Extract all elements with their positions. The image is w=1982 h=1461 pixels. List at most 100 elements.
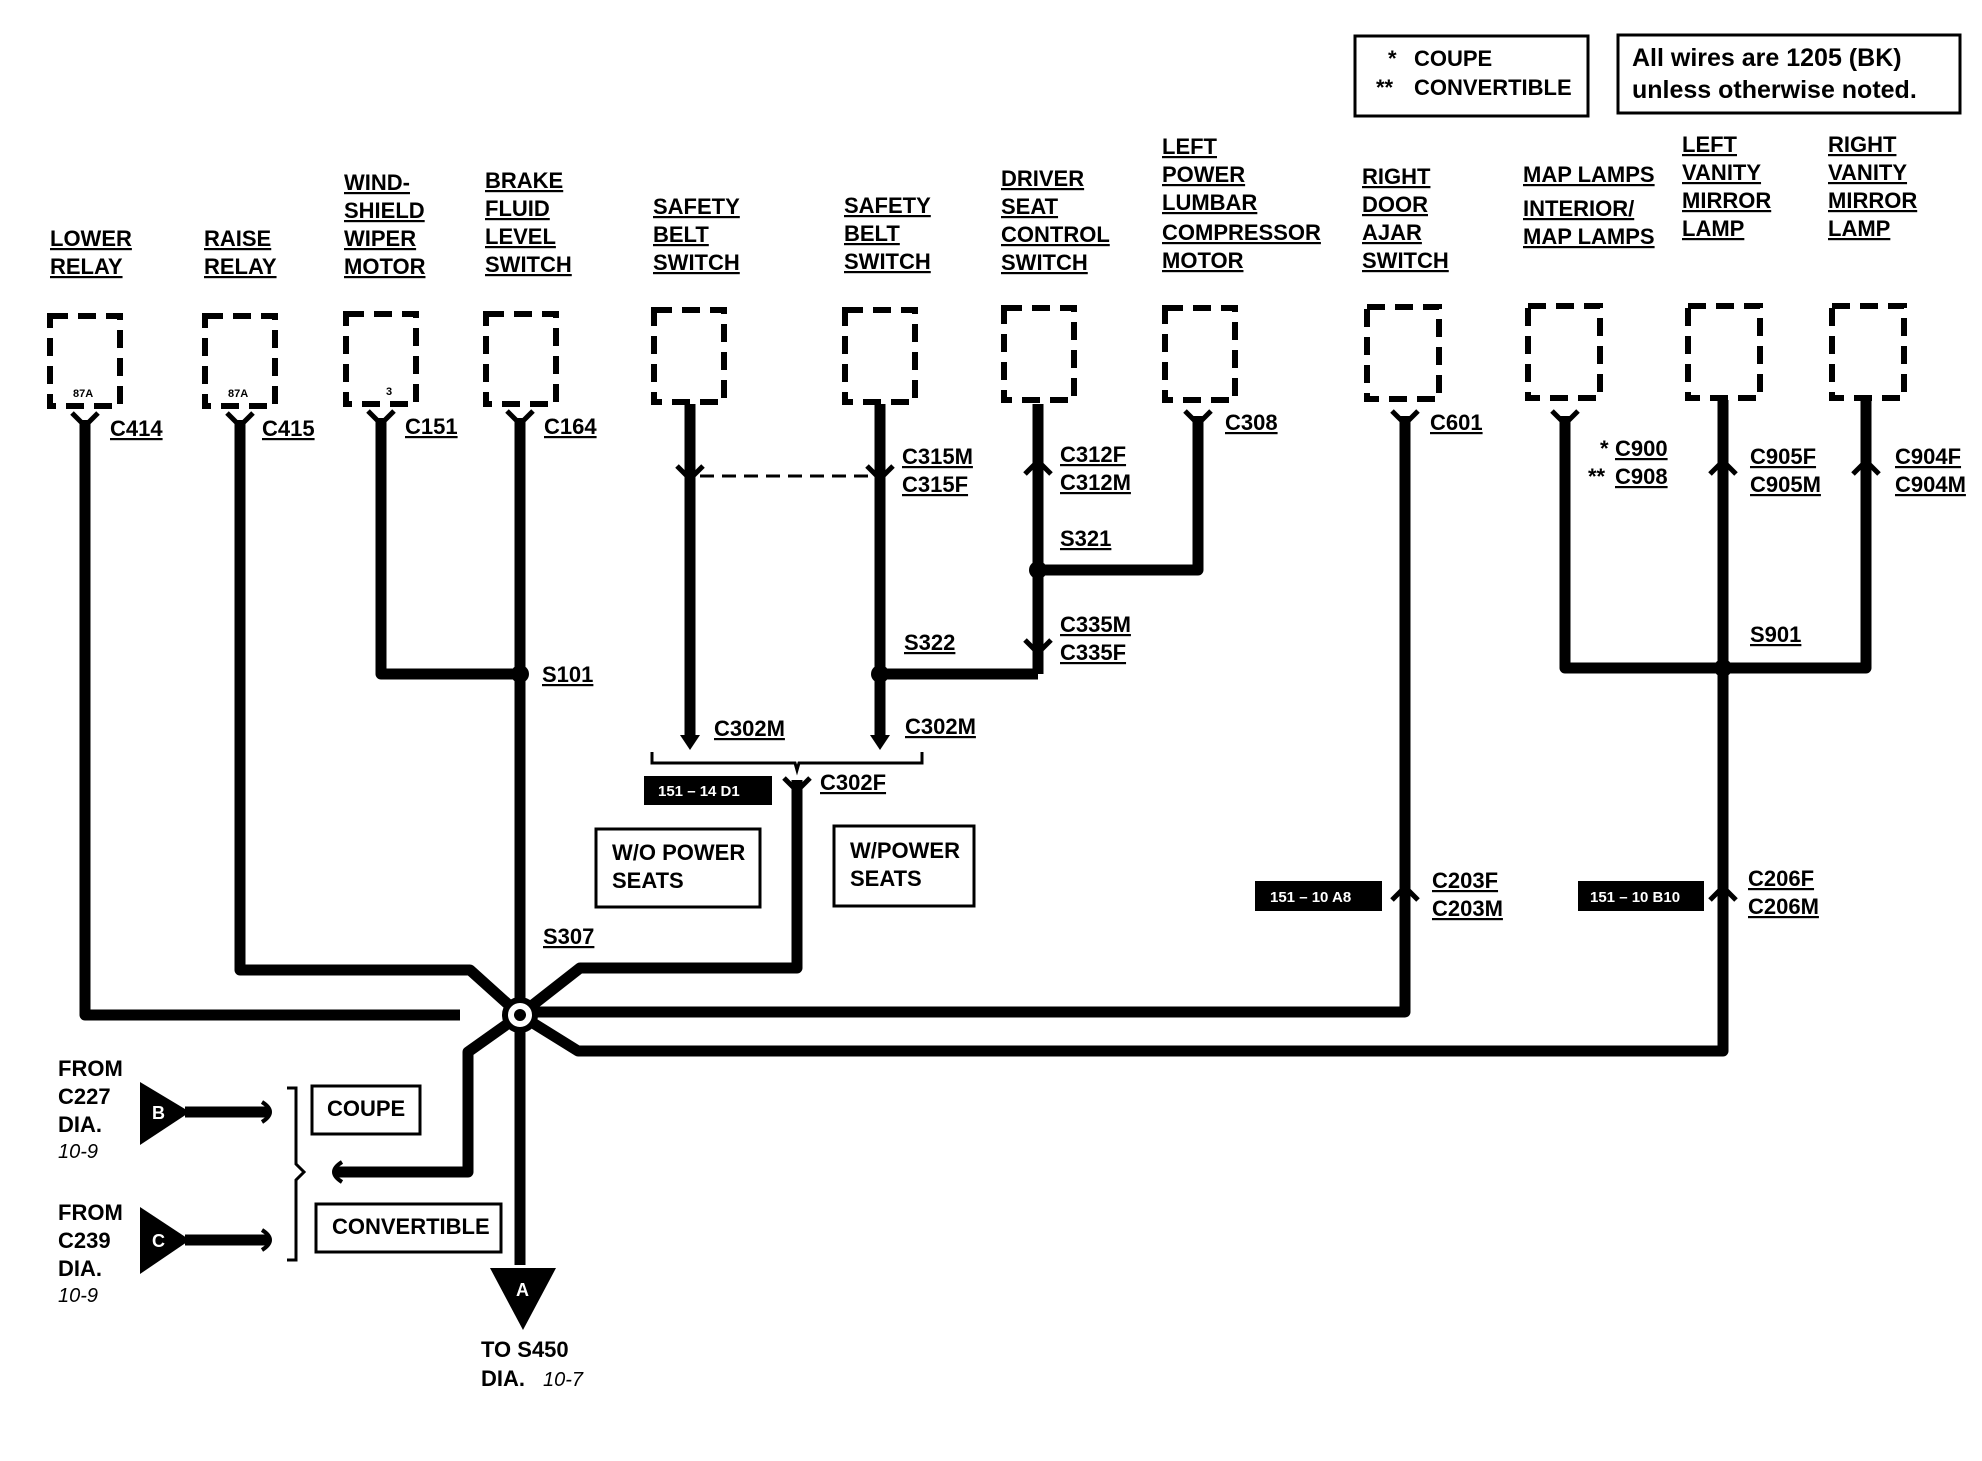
left-vanity-label-4: LAMP [1682, 216, 1744, 241]
c206f-label: C206F [1748, 866, 1814, 891]
c335m-label: C335M [1060, 612, 1131, 637]
right-vanity-label-1: RIGHT [1828, 132, 1897, 157]
legend-coupe-label: COUPE [1414, 46, 1492, 71]
c905f-label: C905F [1750, 444, 1816, 469]
wo-power-seats-line-2: SEATS [612, 868, 684, 893]
s321-label: S321 [1060, 526, 1111, 551]
splice-s321 [1029, 561, 1047, 579]
s322-label: S322 [904, 630, 955, 655]
lumbar-label-3: LUMBAR [1162, 190, 1257, 215]
lower-relay-pin: 87A [73, 388, 93, 400]
wiper-motor-box [343, 311, 419, 407]
s101-label: S101 [542, 662, 593, 687]
lumbar-label-1: LEFT [1162, 134, 1218, 159]
wire-left-vanity [517, 400, 1729, 1057]
c601-label: C601 [1430, 410, 1483, 435]
safety-belt-1-label-1: SAFETY [653, 194, 740, 219]
door-ajar-label-3: AJAR [1362, 220, 1422, 245]
wire-door-ajar [520, 416, 1411, 1018]
splice-labels: S101 S321 S322 S901 S307 [542, 526, 1801, 949]
raise-relay-box [202, 313, 278, 409]
lumbar-box [1162, 305, 1238, 403]
c203f-label: C203F [1432, 868, 1498, 893]
s901-label: S901 [1750, 622, 1801, 647]
brake-switch-box [483, 311, 559, 407]
lower-relay-box [47, 313, 123, 409]
wire-lumbar [1038, 416, 1204, 576]
legend-box: * COUPE ** CONVERTIBLE [1353, 34, 1590, 118]
to-page: 10-7 [543, 1369, 584, 1391]
raise-relay-label-1: RAISE [204, 226, 271, 251]
c302m-label-a: C302M [714, 716, 785, 741]
driver-seat-label-3: CONTROL [1001, 222, 1110, 247]
w-power-seats-line-1: W/POWER [850, 838, 960, 863]
brake-switch-label-1: BRAKE [485, 168, 563, 193]
c904f-label: C904F [1895, 444, 1961, 469]
c904m-label: C904M [1895, 472, 1966, 497]
right-vanity-label-2: VANITY [1828, 160, 1907, 185]
driver-seat-box [1001, 305, 1077, 403]
left-vanity-label-2: VANITY [1682, 160, 1761, 185]
legend-coupe-mark: * [1388, 46, 1397, 71]
convertible-box-label: CONVERTIBLE [332, 1214, 490, 1239]
c302-brace [650, 752, 924, 776]
from-c-line-1: FROM [58, 1200, 123, 1225]
lower-relay-label-1: LOWER [50, 226, 132, 251]
from-c-line-2: C239 [58, 1228, 111, 1253]
c315f-label: C315F [902, 472, 968, 497]
to-a-letter: A [516, 1280, 529, 1300]
c900-mark: * [1600, 436, 1609, 461]
c312f-label: C312F [1060, 442, 1126, 467]
c908-label: C908 [1615, 464, 1668, 489]
wire-coupe-branch [334, 1010, 524, 1178]
connector-symbols [70, 409, 1881, 902]
right-vanity-label-4: LAMP [1828, 216, 1890, 241]
from-b-arrow-icon [140, 1082, 190, 1145]
from-b-line-3: DIA. [58, 1112, 102, 1137]
note-line-1: All wires are 1205 (BK) [1632, 44, 1902, 72]
splices [502, 561, 1732, 1033]
map-lamps-label-1: MAP LAMPS [1523, 162, 1655, 187]
door-ajar-box [1364, 304, 1442, 402]
s307-label: S307 [543, 924, 594, 949]
w-power-seats-line-2: SEATS [850, 866, 922, 891]
c414-label: C414 [110, 416, 163, 441]
splice-s901 [1714, 659, 1732, 677]
tag-151-10-a8 [1255, 881, 1382, 911]
c206m-label: C206M [1748, 894, 1819, 919]
from-b-page: 10-9 [58, 1141, 98, 1163]
right-vanity-label-3: MIRROR [1828, 188, 1917, 213]
safety-belt-2-label-2: BELT [844, 221, 900, 246]
to-line-2: DIA. [481, 1366, 525, 1391]
safety-belt-1-label-3: SWITCH [653, 250, 740, 275]
right-vanity-box [1829, 303, 1907, 401]
c203m-label: C203M [1432, 896, 1503, 921]
component-titles: LOWER RELAY RAISE RELAY WIND- SHIELD WIP… [50, 132, 1917, 279]
c308-label: C308 [1225, 410, 1278, 435]
splice-s101 [511, 665, 529, 683]
brake-switch-label-4: SWITCH [485, 252, 572, 277]
note-line-2: unless otherwise noted. [1632, 76, 1917, 104]
map-lamps-label-3: MAP LAMPS [1523, 224, 1655, 249]
safety-belt-1-box [651, 307, 727, 405]
safety-belt-2-label-3: SWITCH [844, 249, 931, 274]
from-c-arrow-icon [140, 1207, 190, 1274]
wire-wiper [375, 418, 520, 680]
safety-belt-2-label-1: SAFETY [844, 193, 931, 218]
from-c-line-3: DIA. [58, 1256, 102, 1281]
legend-convertible-label: CONVERTIBLE [1414, 75, 1572, 100]
pin-labels: 87A 87A 3 [73, 386, 392, 400]
to-line-1: TO S450 [481, 1337, 569, 1362]
safety-belt-2-box [842, 307, 918, 405]
raise-relay-pin: 87A [228, 388, 248, 400]
from-b-line-2: C227 [58, 1084, 111, 1109]
left-vanity-label-3: MIRROR [1682, 188, 1771, 213]
splice-s322 [871, 665, 889, 683]
wiper-motor-label-3: WIPER [344, 226, 416, 251]
door-ajar-label-4: SWITCH [1362, 248, 1449, 273]
c312m-label: C312M [1060, 470, 1131, 495]
wire-lower-relay [79, 420, 460, 1021]
c315m-label: C315M [902, 444, 973, 469]
wire-note-box: All wires are 1205 (BK) unless otherwise… [1616, 33, 1962, 115]
